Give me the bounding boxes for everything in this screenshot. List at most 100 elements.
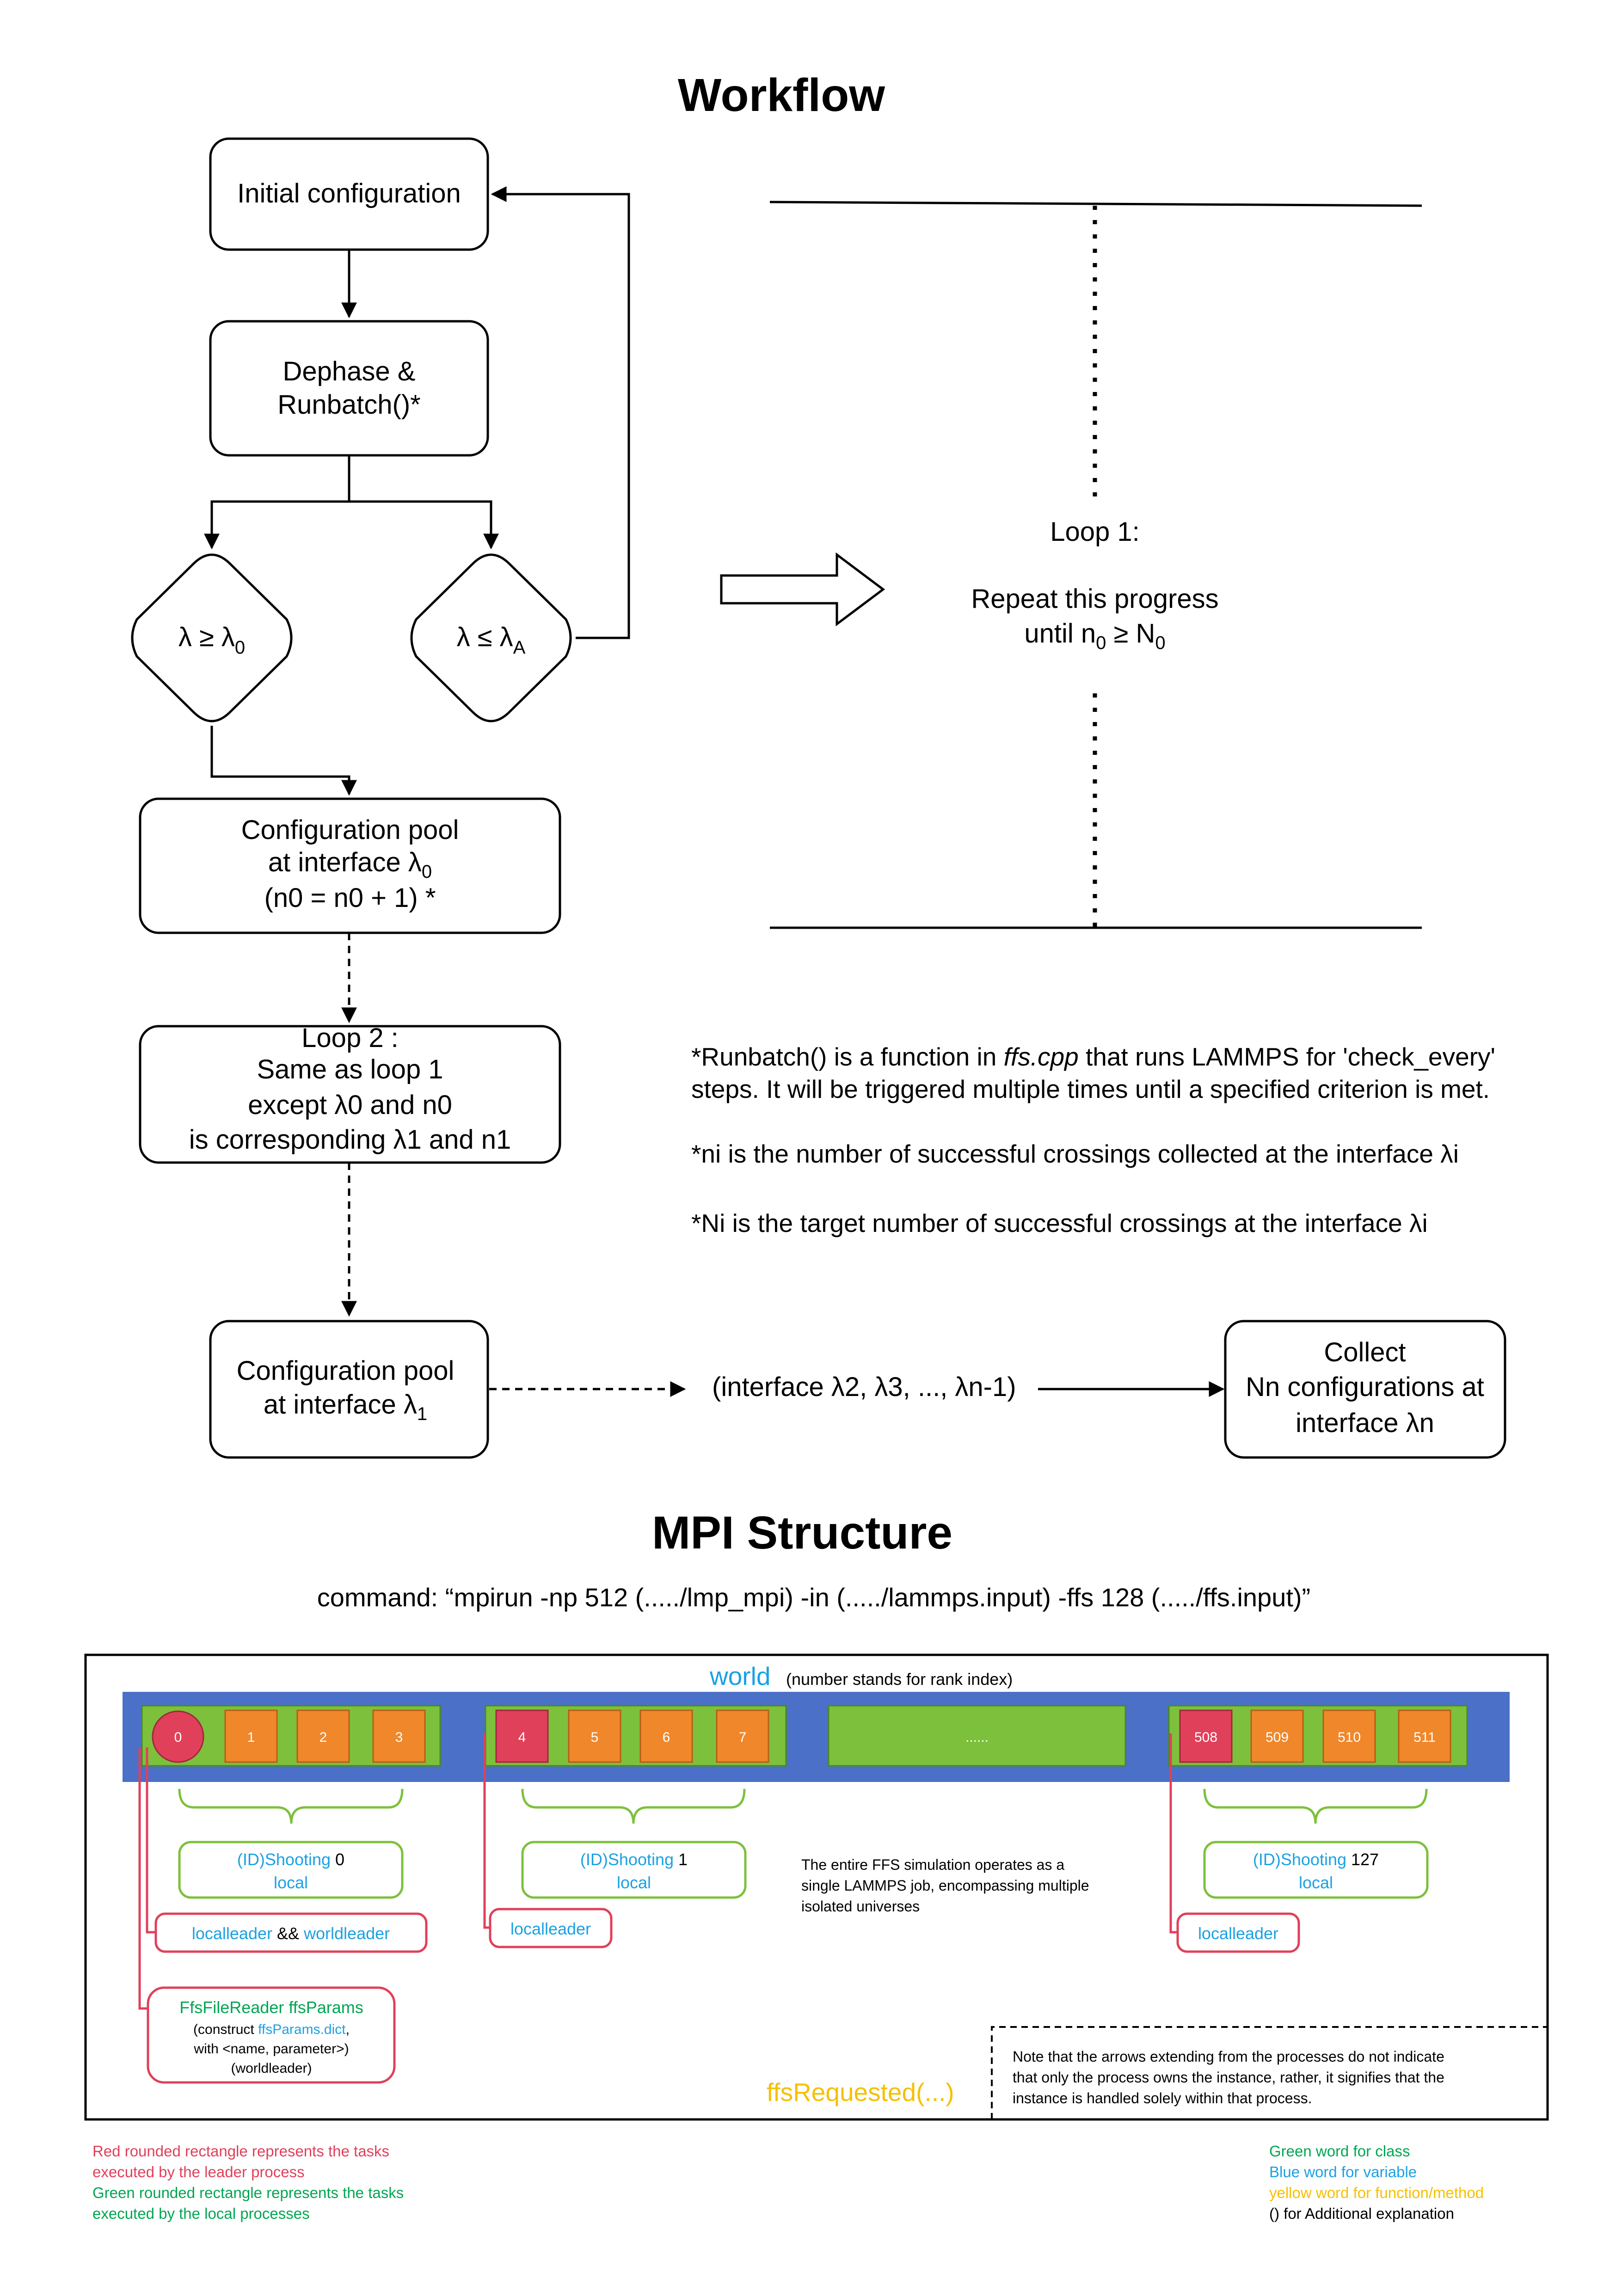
- ffs-reader-var: ffsParams: [289, 1998, 363, 2017]
- rank-7-label: 7: [739, 1730, 747, 1745]
- pool0-line3: (n0 = n0 + 1) *: [264, 883, 436, 913]
- loop1-mid: ≥ N: [1106, 618, 1155, 649]
- svg-text:until n0 ≥ N0: until n0 ≥ N0: [1024, 618, 1165, 653]
- rank-508-label: 508: [1194, 1730, 1217, 1745]
- rank-3-label: 3: [395, 1730, 403, 1745]
- interfaces-label: (interface λ2, λ3, ..., λn-1): [712, 1372, 1016, 1402]
- pool1-line2-sub: 1: [417, 1404, 427, 1424]
- shooting-127-sub: local: [1299, 1873, 1333, 1892]
- arrow-loop-back: [491, 186, 630, 639]
- configuration-pool-0-box: Configuration pool at interface λ0 (n0 =…: [139, 797, 561, 934]
- ffs-requested-label: ffsRequested(...): [767, 2078, 954, 2106]
- diamond-left-label: λ ≥ λ: [178, 622, 235, 652]
- svg-text:at interface λ1: at interface λ1: [264, 1390, 427, 1424]
- connector-rank4-localleader: [483, 1733, 490, 1929]
- mpi-command: command: “mpirun -np 512 (...../lmp_mpi)…: [317, 1583, 1310, 1612]
- legend-explanation: () for Additional explanation: [1269, 2205, 1454, 2222]
- legend-green-line1: Green rounded rectangle represents the t…: [92, 2184, 404, 2201]
- connector-rank508-localleader: [1169, 1733, 1178, 1934]
- loop2-line2: Same as loop 1: [257, 1054, 443, 1084]
- universe-group-ellipsis: [828, 1705, 1126, 1767]
- legend-class: Green word for class: [1269, 2143, 1410, 2160]
- loop2-line3: except λ0 and n0: [248, 1090, 452, 1120]
- rank-511-label: 511: [1413, 1730, 1436, 1745]
- rank-0-label: 0: [174, 1730, 182, 1745]
- svg-text:(ID)Shooting 1: (ID)Shooting 1: [580, 1850, 688, 1869]
- svg-text:(ID)Shooting 0: (ID)Shooting 0: [237, 1850, 344, 1869]
- rank-509-label: 509: [1266, 1730, 1289, 1745]
- svg-text:FfsFileReader ffsParams: FfsFileReader ffsParams: [179, 1998, 363, 2017]
- loop1-line2: until n: [1024, 618, 1096, 649]
- loop2-line1: Loop 2 :: [301, 1023, 399, 1053]
- dephase-runbatch-box: Dephase & Runbatch()*: [209, 320, 489, 457]
- ll0-worldleader: worldleader: [303, 1924, 390, 1943]
- pool0-line2: at interface λ: [268, 847, 422, 877]
- shooting-box-1: (ID)Shooting 1 local: [521, 1841, 747, 1899]
- rank-3: [372, 1709, 426, 1763]
- mpi-frame: [84, 1653, 1549, 2121]
- legend-red-line1: Red rounded rectangle represents the tas…: [92, 2143, 389, 2160]
- legend-function: yellow word for function/method: [1269, 2184, 1484, 2201]
- rank-511: [1398, 1709, 1451, 1763]
- diamond-lambda-le-lambdaA: λ ≤ λA: [410, 553, 572, 722]
- diamond-right-label: λ ≤ λ: [457, 622, 513, 652]
- shooting-1-id: 1: [678, 1850, 688, 1869]
- arrow-note-frame: [991, 2026, 1547, 2119]
- world-note: (number stands for rank index): [786, 1670, 1013, 1689]
- note-runbatch-b: that runs LAMMPS for 'check_every': [1079, 1042, 1495, 1071]
- note-ni: *ni is the number of successful crossing…: [691, 1139, 1459, 1168]
- rank-6-label: 6: [663, 1730, 670, 1745]
- rank-4-leader: [495, 1709, 549, 1763]
- connector-rank0-ffsreader: [138, 1747, 147, 2010]
- loop1-title: Loop 1:: [1050, 517, 1140, 547]
- svg-text:(construct ffsParams.dict,: (construct ffsParams.dict,: [193, 2022, 350, 2037]
- shooting-0-label: (ID)Shooting: [237, 1850, 331, 1869]
- legend-variable: Blue word for variable: [1269, 2163, 1417, 2180]
- loop1-top-line: [769, 201, 1422, 207]
- collect-line3: interface λn: [1296, 1408, 1434, 1438]
- shooting-box-127: (ID)Shooting 127 local: [1203, 1841, 1429, 1899]
- rank-7: [716, 1709, 769, 1763]
- arrow-dephase-split: [204, 455, 350, 550]
- localleader-box-1: localleader: [489, 1908, 613, 1948]
- brace-group-127: [1203, 1788, 1428, 1824]
- localleader-worldleader-box: localleader && worldleader: [154, 1912, 428, 1953]
- svg-text:λ ≤ λA: λ ≤ λA: [457, 622, 526, 658]
- rank-5: [568, 1709, 621, 1763]
- arrow-diamond-to-pool0: [210, 726, 357, 796]
- svg-text:at interface λ0: at interface λ0: [268, 847, 432, 882]
- shooting-127-label: (ID)Shooting: [1253, 1850, 1346, 1869]
- ffs-reader-l2c: ,: [346, 2022, 350, 2037]
- rank-510: [1322, 1709, 1376, 1763]
- ffs-reader-l2b: ffsParams.dict: [258, 2022, 346, 2037]
- note-runbatch-c: steps. It will be triggered multiple tim…: [691, 1075, 1490, 1103]
- note-Ni: *Ni is the target number of successful c…: [691, 1209, 1428, 1237]
- ffs-reader-class: FfsFileReader: [179, 1998, 284, 2017]
- brace-group-0: [178, 1788, 404, 1824]
- entire-note-line2: single LAMMPS job, encompassing multiple: [801, 1877, 1089, 1894]
- diamond-lambda-ge-lambda0: λ ≥ λ0: [131, 553, 293, 722]
- loop2-line4: is corresponding λ1 and n1: [189, 1125, 511, 1155]
- dephase-line1: Dephase &: [283, 356, 416, 386]
- rank-0-leader: [152, 1710, 204, 1763]
- workflow-title: Workflow: [678, 69, 885, 121]
- ll1-localleader: localleader: [510, 1919, 591, 1938]
- ffs-reader-l4: (worldleader): [231, 2061, 312, 2076]
- loop2-box: Loop 2 : Same as loop 1 except λ0 and n0…: [139, 1023, 561, 1164]
- shooting-1-label: (ID)Shooting: [580, 1850, 674, 1869]
- rank-509: [1250, 1709, 1304, 1763]
- arrow-dephase-split-right: [349, 500, 499, 550]
- svg-text:λ ≥ λ0: λ ≥ λ0: [178, 622, 245, 658]
- arrow-note-line2: that only the process owns the instance,…: [1013, 2069, 1444, 2086]
- svg-text:(ID)Shooting 127: (ID)Shooting 127: [1253, 1850, 1379, 1869]
- brace-group-1: [521, 1788, 746, 1824]
- configuration-pool-1-box: Configuration pool at interface λ1: [209, 1320, 489, 1459]
- note-runbatch-a: *Runbatch() is a function in: [691, 1042, 1004, 1071]
- legend-green-line2: executed by the local processes: [92, 2205, 310, 2222]
- shooting-1-sub: local: [617, 1873, 651, 1892]
- initial-configuration-label: Initial configuration: [237, 178, 461, 208]
- rank-6: [639, 1709, 693, 1763]
- shooting-box-0: (ID)Shooting 0 local: [178, 1841, 404, 1899]
- arrow-note-line1: Note that the arrows extending from the …: [1013, 2048, 1444, 2065]
- rank-508-leader: [1179, 1709, 1233, 1763]
